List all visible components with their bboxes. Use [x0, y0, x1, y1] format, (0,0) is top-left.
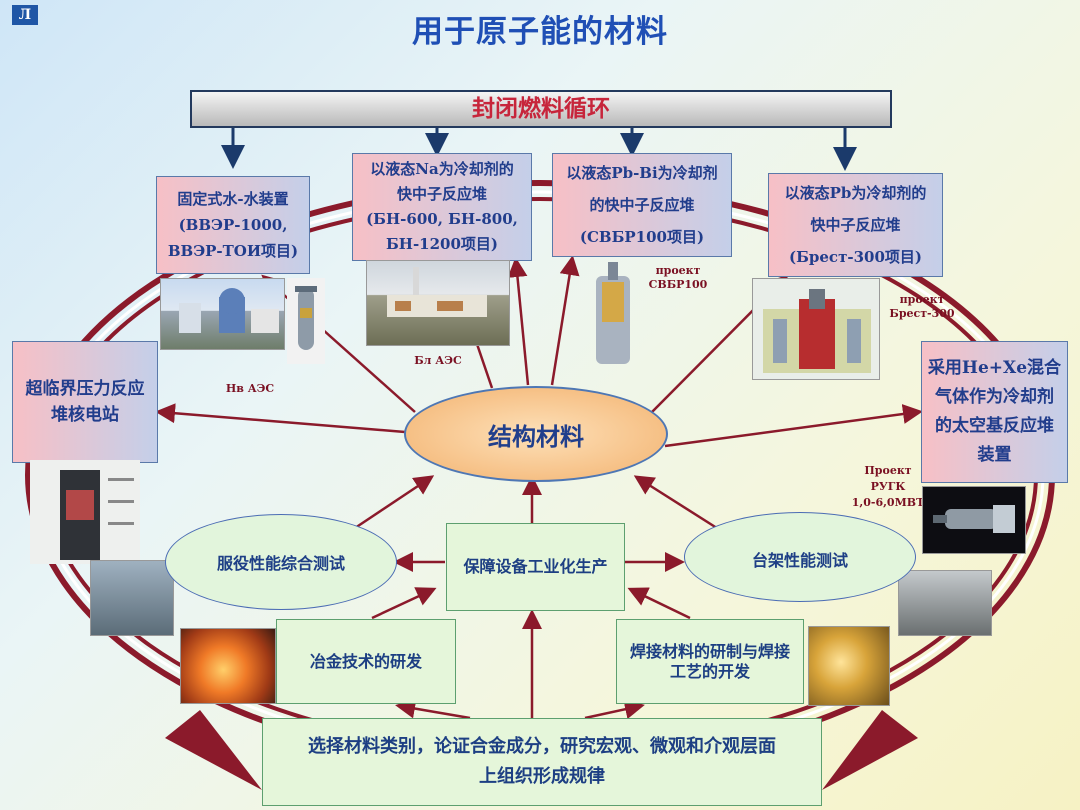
brest-reactor-box: 以液态Pb为冷却剂的 快中子反应堆 (Брест-300项目)	[768, 173, 943, 277]
vver-line-1: 固定式水-水装置	[177, 190, 289, 208]
supercritical-reactor-box: 超临界压力反应 堆核电站	[12, 341, 158, 463]
vver-line-3: ВВЭР-ТОИ项目)	[167, 242, 299, 260]
rugk-caption-line-1: Проект	[864, 464, 912, 477]
svbr-line-2: 的快中子反应堆	[589, 196, 695, 214]
brest-line-2: 快中子反应堆	[810, 216, 901, 234]
welding-photo	[808, 626, 890, 706]
metallurgy-photo	[180, 628, 276, 704]
service-test-node: 服役性能综合测试	[165, 514, 397, 610]
space-line-2: 气体作为冷却剂	[935, 387, 1054, 407]
structural-materials-node: 结构材料	[404, 386, 668, 482]
bn-line-4: БН-1200项目)	[385, 235, 499, 253]
page-title: 用于原子能的材料	[412, 14, 668, 50]
material-research-box: 选择材料类别，论证合金成分，研究宏观、微观和介观层面 上组织形成规律	[262, 718, 822, 806]
brest-line-1: 以液态Pb为冷却剂的	[784, 184, 927, 202]
vver-vessel-image	[287, 278, 325, 364]
bench-test-node: 台架性能测试	[684, 512, 916, 602]
bench-test-photo	[898, 570, 992, 636]
welding-line-2: 工艺的开发	[669, 661, 750, 681]
bn-line-3: (БН-600, БН-800,	[366, 210, 518, 228]
svbr-reactor-box: 以液态Pb-Bi为冷却剂 的快中子反应堆 (СВБР100项目)	[552, 153, 732, 257]
bn-reactor-box: 以液态Na为冷却剂的 快中子反应堆 (БН-600, БН-800, БН-12…	[352, 153, 532, 261]
nv-npp-photo	[160, 278, 285, 350]
space-reactor-image	[922, 486, 1026, 554]
industrial-production-box: 保障设备工业化生产	[446, 523, 625, 611]
supercritical-line-1: 超临界压力反应	[25, 379, 145, 399]
bl-npp-photo	[366, 260, 510, 346]
rugk-caption: Проект РУГК 1,0-6,0МВТ	[846, 463, 930, 511]
brest-caption-line-2: Брест-300	[889, 307, 955, 320]
rugk-caption-line-3: 1,0-6,0МВТ	[851, 496, 925, 509]
welding-line-1: 焊接材料的研制与焊接	[629, 641, 790, 661]
brest-caption-line-1: проект	[899, 293, 945, 306]
svbr-model-image	[586, 258, 642, 370]
space-line-3: 的太空基反应堆	[935, 416, 1054, 436]
space-reactor-box: 采用He+Xe混合 气体作为冷却剂 的太空基反应堆 装置	[921, 341, 1068, 483]
metallurgy-box: 冶金技术的研发	[276, 619, 456, 704]
space-line-4: 装置	[977, 445, 1012, 465]
logo: Л	[12, 5, 38, 25]
bn-line-2: 快中子反应堆	[396, 185, 487, 203]
svbr-caption-line-2: СВБР100	[648, 278, 708, 291]
svbr-line-3: (СВБР100项目)	[579, 228, 705, 246]
bn-line-1: 以液态Na为冷却剂的	[370, 160, 514, 178]
svbr-caption: проект СВБР100	[640, 264, 716, 292]
supercritical-reactor-image	[30, 460, 140, 564]
research-line-2: 上组织形成规律	[479, 766, 605, 787]
vver-reactor-box: 固定式水-水装置 (ВВЭР-1000, ВВЭР-ТОИ项目)	[156, 176, 310, 274]
brest-line-3: (Брест-300项目)	[788, 248, 922, 266]
svbr-line-1: 以液态Pb-Bi为冷却剂	[566, 164, 718, 182]
brest-model-image	[752, 278, 880, 380]
welding-box: 焊接材料的研制与焊接 工艺的开发	[616, 619, 804, 704]
space-line-1: 采用He+Xe混合	[927, 358, 1062, 378]
bl-npp-caption: Бл АЭС	[414, 354, 462, 367]
brest-caption: проект Брест-300	[884, 293, 960, 321]
closed-fuel-cycle-banner: 封闭燃料循环	[190, 90, 892, 128]
rugk-caption-line-2: РУГК	[870, 480, 906, 493]
svbr-caption-line-1: проект	[655, 264, 701, 277]
supercritical-line-2: 堆核电站	[51, 405, 119, 425]
nv-npp-caption: Нв АЭС	[225, 382, 275, 395]
research-line-1: 选择材料类别，论证合金成分，研究宏观、微观和介观层面	[308, 736, 776, 757]
vver-line-2: (ВВЭР-1000,	[178, 216, 288, 234]
lab-equipment-photo	[90, 560, 174, 636]
